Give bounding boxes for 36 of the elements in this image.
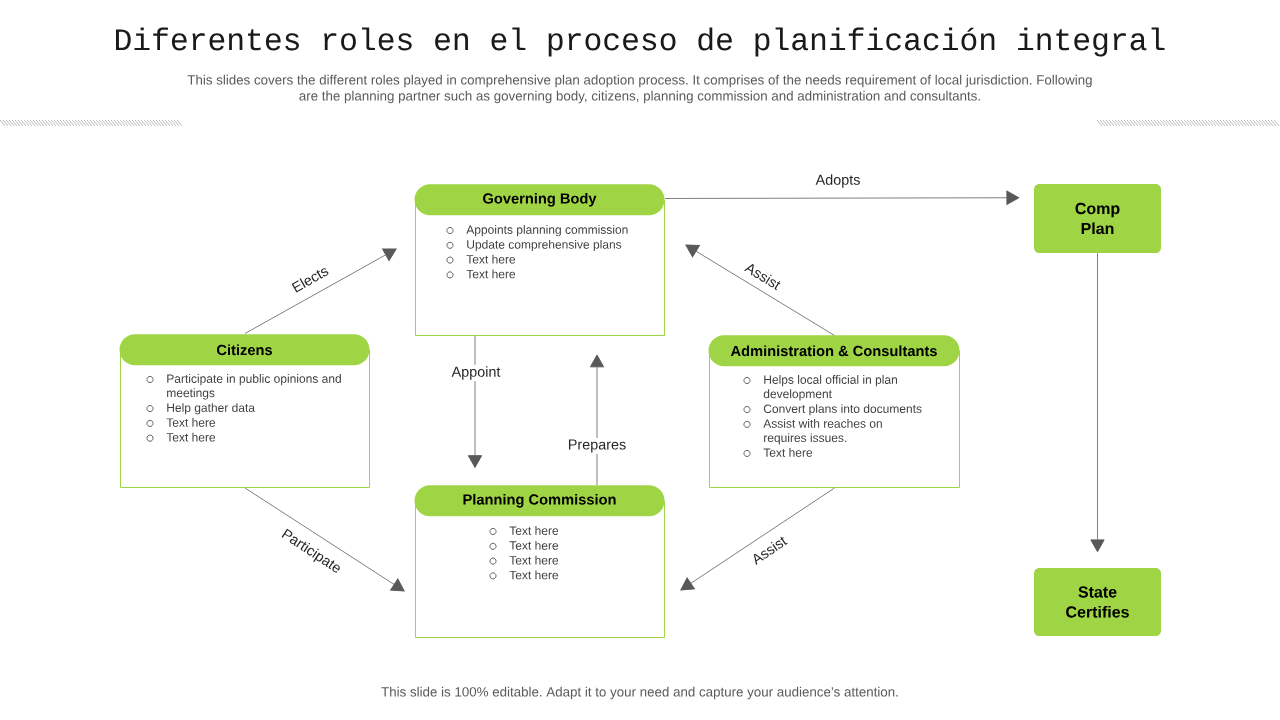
arrow [244,248,397,334]
process-box: Comp Plan [1034,184,1161,253]
process-box: State Certifies [1034,568,1161,636]
subtitle: This slides covers the different roles played in comprehensive plan adoption process. It comprises of the needs requirement of local jurisdiction. Following are the planning partner such as governing body, citizens, planning commission and administration and consultants. [187,74,1092,104]
title: Diferentes roles en el proceso de planificación integral [116,27,1165,57]
card-header: Administration & Consultants [708,335,960,367]
arrow [244,487,405,592]
arrow [664,190,1020,205]
arrow [589,354,605,486]
list-item: Assist with reaches on requires issues. [763,418,882,445]
list-item: Text here [509,526,559,535]
footnote: This slide is 100% editable. Adapt it to your need and capture your audience’s attention. [381,686,898,700]
list-item: Participate in public opinions and meetings [167,374,341,400]
card-header: Governing Body [414,184,665,216]
arrow [685,244,835,336]
list-item: Text here [509,570,559,580]
list-item: Appoints planning commission [466,225,628,237]
list-item: Text here [166,432,216,442]
edge-label: Appoint [450,364,503,382]
list-item: Help gather data [167,403,255,415]
list-item: Text here [763,448,813,457]
list-item: Text here [166,417,216,427]
card-header: Citizens [119,334,370,366]
list-item: Text here [509,540,559,550]
list-item: Text here [466,269,516,279]
list-item: Convert plans into documents [763,404,922,416]
arrow [1090,252,1105,553]
card-header: Planning Commission [414,485,665,517]
list-item: Text here [466,254,516,264]
list-item: Helps local official in plan development [763,375,897,401]
edge-label: Adopts [814,172,863,190]
list-item: Update comprehensive plans [467,239,622,252]
arrow [680,487,835,591]
arrow [467,335,483,468]
list-item: Text here [509,555,559,565]
edge-label: Prepares [566,437,628,455]
